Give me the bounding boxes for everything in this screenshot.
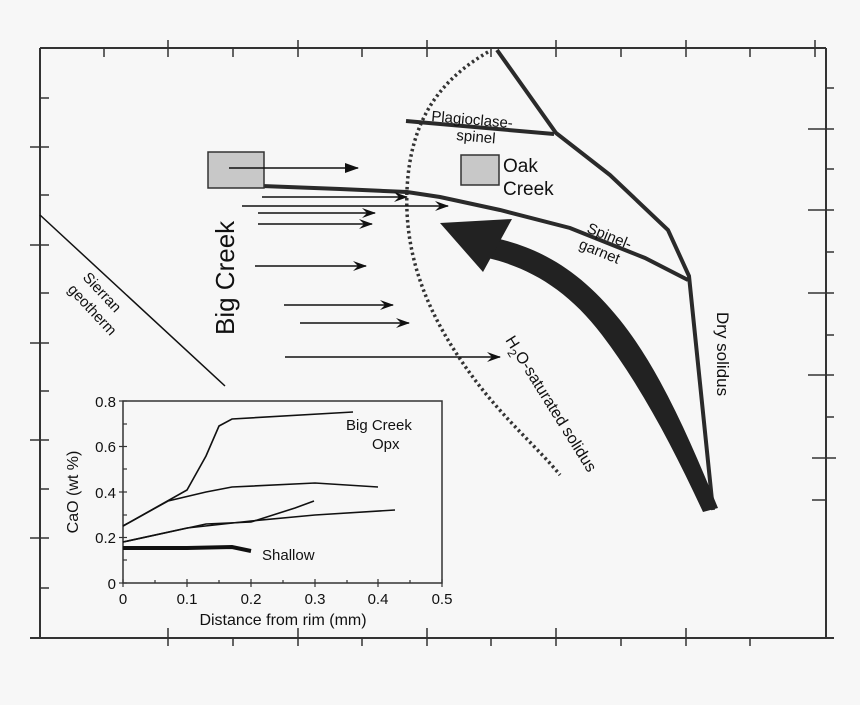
dry-solidus-line <box>495 48 715 511</box>
inset-annotation-shallow: Shallow <box>262 547 315 564</box>
plagioclase-spinel-label-2: spinel <box>456 127 497 147</box>
big-creek-box <box>207 151 265 189</box>
oak-creek-label-2: Creek <box>503 179 554 200</box>
oak-creek-label-1: Oak <box>503 156 538 177</box>
inset-series-shallow <box>123 544 252 553</box>
inset-frame <box>122 400 443 584</box>
inset-series-bigcreek-2 <box>122 482 379 527</box>
inset-series-bigcreek-4 <box>122 500 315 543</box>
inset-x-tick-0.3: 0.3 <box>305 591 326 608</box>
h2o-saturated-solidus-line <box>405 50 562 477</box>
plagioclase-spinel-boundary <box>405 119 555 136</box>
inset-x-tick-0.1: 0.1 <box>177 591 198 608</box>
inset-y-tick-0.2: 0.2 <box>95 530 116 547</box>
sierran-geotherm-line <box>39 214 226 387</box>
inset-x-tick-0.5: 0.5 <box>432 591 453 608</box>
inset-series-bigcreek-1 <box>122 411 354 527</box>
inset-y-tick-0.4: 0.4 <box>95 485 116 502</box>
inset-x-tick-0.4: 0.4 <box>368 591 389 608</box>
inset-annotation-big-creek: Big Creek <box>346 417 412 434</box>
h2o-saturated-solidus-label: H2O-saturated solidus <box>498 333 599 477</box>
inset-x-tick-0.2: 0.2 <box>241 591 262 608</box>
inset-y-tick-0: 0 <box>108 576 116 593</box>
inset-y-tick-0.8: 0.8 <box>95 394 116 411</box>
thick-curved-arrow-head <box>440 219 512 272</box>
leftward-arrows <box>242 192 501 362</box>
top-axis-ticks <box>103 40 816 57</box>
inset-y-axis-label: CaO (wt %) <box>65 451 82 534</box>
inset-x-tick-0: 0 <box>119 591 127 608</box>
left-axis-ticks <box>30 97 49 589</box>
inset-y-tick-0.6: 0.6 <box>95 439 116 456</box>
thick-curved-arrow-body <box>488 238 718 512</box>
right-axis-ticks <box>808 87 836 501</box>
spinel-garnet-boundary <box>261 184 689 282</box>
inset-chart: 0.8 0.6 0.4 0.2 0 0 0.1 0.2 0.3 0.4 0.5 … <box>65 394 452 629</box>
inset-annotation-opx: Opx <box>372 436 400 453</box>
dry-solidus-label: Dry solidus <box>713 312 732 396</box>
big-creek-label: Big Creek <box>210 220 240 335</box>
inset-x-axis-label: Distance from rim (mm) <box>199 612 366 629</box>
oak-creek-box <box>460 154 500 186</box>
bottom-axis-ticks <box>167 628 751 646</box>
